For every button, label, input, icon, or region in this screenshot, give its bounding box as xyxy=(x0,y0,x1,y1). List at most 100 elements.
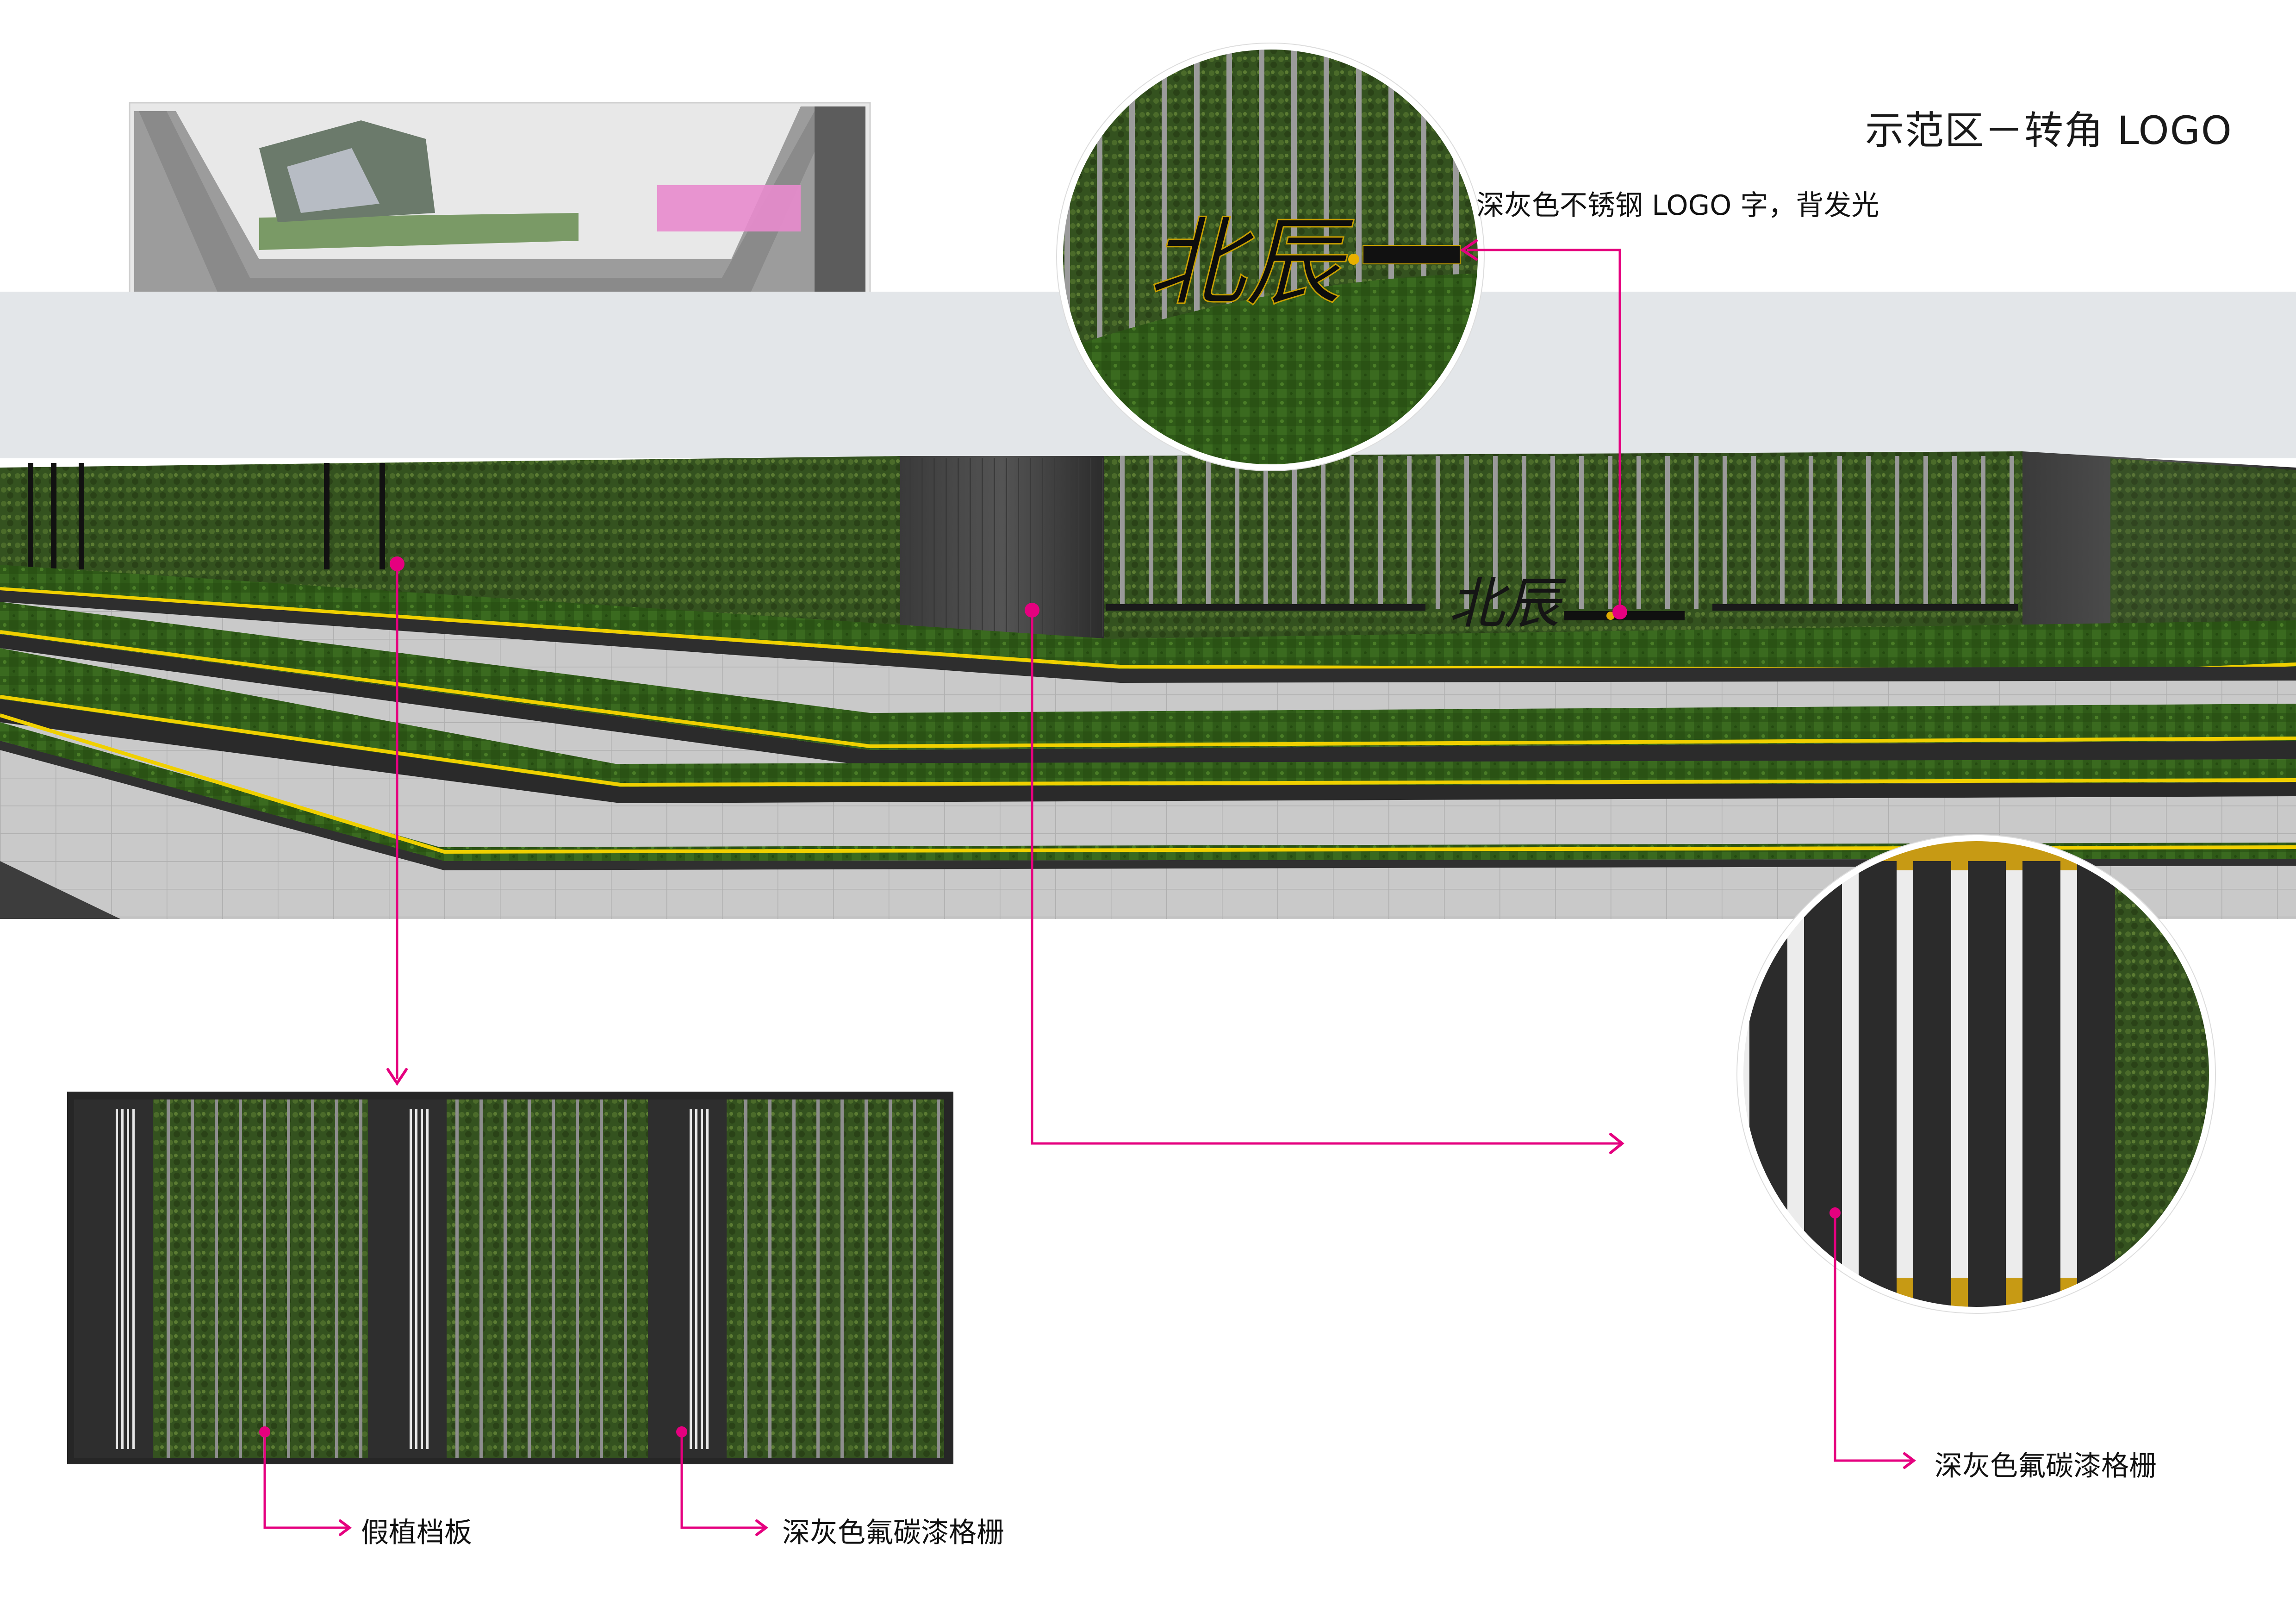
gate-seam xyxy=(909,458,911,637)
grille-bar xyxy=(239,1099,242,1458)
grille-bar xyxy=(1129,46,1135,366)
grille-bar xyxy=(191,1099,194,1458)
grille-bar xyxy=(1923,456,1928,609)
arrow-head-icon xyxy=(755,1519,768,1536)
grille-bar xyxy=(1321,456,1325,609)
grille-slit xyxy=(415,1109,417,1449)
arrow-head-icon xyxy=(386,1068,408,1086)
grille-bar xyxy=(1263,456,1268,609)
grille-bar xyxy=(1723,456,1727,609)
grille-bar xyxy=(865,1099,868,1458)
grille-slat xyxy=(1859,861,1897,1310)
callout-dot-icon xyxy=(676,1426,687,1437)
grille-bar xyxy=(1579,456,1584,609)
grille-bar xyxy=(1259,46,1264,366)
gate-seam xyxy=(946,458,947,637)
wall-post xyxy=(51,463,56,569)
callout-logo-label: 深灰色不锈钢 LOGO 字，背发光 xyxy=(1476,189,1879,222)
grille-bar xyxy=(1866,456,1871,609)
grille-detail-circle xyxy=(1740,838,2212,1310)
grille-bar xyxy=(744,1099,747,1458)
grille-bar xyxy=(576,1099,579,1458)
logo-detail-circle: 北辰 xyxy=(1060,46,1481,468)
grille-bar xyxy=(624,1099,627,1458)
gate-seam xyxy=(1030,458,1031,637)
grille-bar xyxy=(792,1099,796,1458)
grille-slit xyxy=(127,1109,129,1449)
callout-grille-right-label: 深灰色氟碳漆格栅 xyxy=(1935,1450,2157,1482)
grille-bar xyxy=(1464,456,1469,609)
grille-slat xyxy=(2022,861,2060,1310)
hedge-wall-corner xyxy=(2110,458,2296,667)
gate-seam xyxy=(1018,458,1019,637)
grille-bar xyxy=(1162,46,1167,366)
gate-seam xyxy=(994,458,995,637)
gate-seam xyxy=(933,458,935,637)
gate-seam xyxy=(1090,458,1091,637)
grille-bar xyxy=(1522,456,1526,609)
grille-bar xyxy=(167,1099,170,1458)
grille-bar xyxy=(1895,456,1899,609)
grille-bar xyxy=(215,1099,218,1458)
wall-logo: 北辰 xyxy=(1449,572,1685,636)
callout-dots xyxy=(259,556,1841,1437)
wall-post xyxy=(79,463,84,569)
grille-bar xyxy=(479,1099,483,1458)
grille-bar xyxy=(287,1099,290,1458)
grille-bar xyxy=(359,1099,362,1458)
arrow-head-icon xyxy=(1460,239,1478,261)
grille-slit xyxy=(695,1109,697,1449)
arrow-head-icon xyxy=(339,1519,352,1536)
arrow-head-icon xyxy=(1903,1452,1916,1469)
grille-bar xyxy=(1952,456,1957,609)
grille-bar xyxy=(1292,456,1297,609)
grille-bar xyxy=(1665,456,1670,609)
callout-grille-bottom-label: 深灰色氟碳漆格栅 xyxy=(782,1517,1004,1549)
grille-bar xyxy=(1291,46,1297,366)
grille-bar xyxy=(1694,456,1699,609)
gate-seam xyxy=(1066,458,1067,637)
grille-bar xyxy=(1981,456,1985,609)
grille-bar xyxy=(1194,46,1200,366)
grille-slat xyxy=(1968,861,2006,1310)
grille-slit xyxy=(701,1109,703,1449)
grille-bar xyxy=(552,1099,555,1458)
svg-text:北辰: 北辰 xyxy=(1449,572,1567,636)
grille-slit xyxy=(706,1109,709,1449)
page-title: 示范区－转角 LOGO xyxy=(1865,108,2233,153)
gate-seam xyxy=(982,458,983,637)
svg-text:北辰: 北辰 xyxy=(1148,206,1354,319)
grille-bar xyxy=(1493,456,1498,609)
grille-bar xyxy=(600,1099,603,1458)
grille-bar xyxy=(335,1099,338,1458)
road-corner xyxy=(0,861,120,919)
grille-bar xyxy=(1226,46,1232,366)
grille-gate-panel xyxy=(900,456,1104,639)
elevation-panel xyxy=(67,1092,953,1464)
gate-seam xyxy=(1078,458,1079,637)
grille-bar xyxy=(1550,456,1555,609)
grille-bar xyxy=(1837,456,1842,609)
callout-dot-icon xyxy=(390,556,404,571)
grille-slit xyxy=(421,1109,423,1449)
grille-bar xyxy=(1324,46,1329,366)
grille-bar xyxy=(937,1099,940,1458)
gate-seam xyxy=(958,458,959,637)
grille-bar xyxy=(504,1099,507,1458)
hedge-wall-right xyxy=(1104,451,2022,639)
grille-bar xyxy=(913,1099,916,1458)
callout-arrows xyxy=(339,239,1916,1536)
grille-bar xyxy=(311,1099,314,1458)
wall-post xyxy=(324,463,330,569)
grille-bar xyxy=(1407,456,1412,609)
callout-dot-icon xyxy=(1829,1207,1841,1218)
grille-bar xyxy=(768,1099,772,1458)
gate-seam xyxy=(1054,458,1055,637)
grille-bar xyxy=(528,1099,531,1458)
arrow-head-icon xyxy=(1609,1133,1624,1154)
gate-seam xyxy=(1102,458,1103,637)
callout-lines xyxy=(263,249,1911,1529)
grille-slat xyxy=(1749,861,1787,1310)
callout-dot-icon xyxy=(1612,605,1627,619)
